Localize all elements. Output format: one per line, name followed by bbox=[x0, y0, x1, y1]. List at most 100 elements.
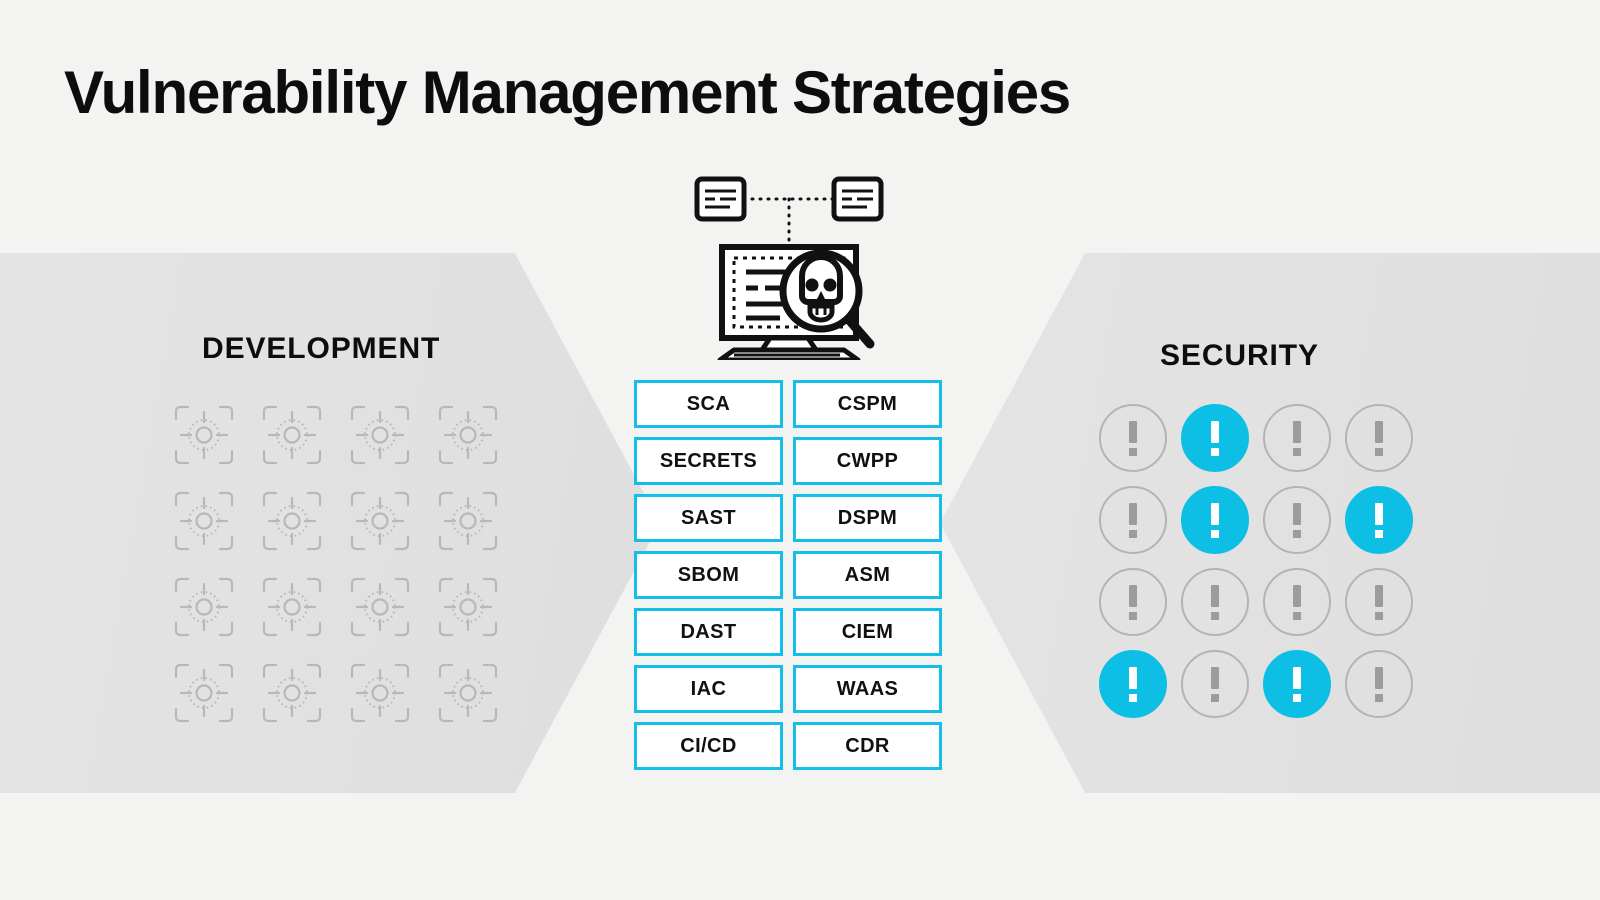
strategy-box-waas[interactable]: WAAS bbox=[793, 665, 942, 713]
exclamation-stem bbox=[1375, 667, 1383, 689]
strategy-box-dast[interactable]: DAST bbox=[634, 608, 783, 656]
alert-icon-inactive bbox=[1263, 568, 1331, 636]
exclamation-dot bbox=[1375, 694, 1383, 702]
strategy-box-secrets[interactable]: SECRETS bbox=[634, 437, 783, 485]
exclamation-stem bbox=[1211, 421, 1219, 443]
strategy-column-right: CSPM CWPP DSPM ASM CIEM WAAS CDR bbox=[793, 380, 942, 770]
vulnerability-scan-illustration bbox=[690, 168, 890, 360]
exclamation-stem bbox=[1211, 503, 1219, 525]
alert-exclamation-icon bbox=[1174, 397, 1256, 479]
exclamation-dot bbox=[1211, 694, 1219, 702]
alert-exclamation-icon bbox=[1256, 561, 1338, 643]
magnifier-with-skull bbox=[779, 249, 863, 333]
exclamation-stem bbox=[1293, 503, 1301, 525]
alert-icon-inactive bbox=[1263, 404, 1331, 472]
alert-icon-active bbox=[1099, 650, 1167, 718]
strategy-box-dspm[interactable]: DSPM bbox=[793, 494, 942, 542]
strategy-box-asm[interactable]: ASM bbox=[793, 551, 942, 599]
target-icon bbox=[336, 392, 424, 478]
exclamation-dot bbox=[1129, 612, 1137, 620]
alert-exclamation-icon bbox=[1256, 643, 1338, 725]
strategy-box-sast[interactable]: SAST bbox=[634, 494, 783, 542]
security-heading: SECURITY bbox=[1160, 339, 1319, 372]
alert-exclamation-icon bbox=[1338, 479, 1420, 561]
exclamation-dot bbox=[1293, 530, 1301, 538]
alert-icon-inactive bbox=[1345, 568, 1413, 636]
target-icon bbox=[336, 478, 424, 564]
exclamation-stem bbox=[1293, 585, 1301, 607]
target-icon bbox=[424, 392, 512, 478]
exclamation-dot bbox=[1375, 448, 1383, 456]
alert-exclamation-icon bbox=[1256, 397, 1338, 479]
alert-icon-inactive bbox=[1099, 404, 1167, 472]
dotted-connector-lines bbox=[742, 197, 836, 248]
target-icon bbox=[424, 478, 512, 564]
exclamation-dot bbox=[1129, 694, 1137, 702]
development-background-panel bbox=[0, 253, 660, 793]
exclamation-stem bbox=[1375, 503, 1383, 525]
exclamation-dot bbox=[1129, 448, 1137, 456]
exclamation-dot bbox=[1211, 448, 1219, 456]
exclamation-dot bbox=[1375, 530, 1383, 538]
target-icon bbox=[336, 650, 424, 736]
exclamation-stem bbox=[1129, 585, 1137, 607]
alert-exclamation-icon bbox=[1092, 561, 1174, 643]
target-icon bbox=[248, 564, 336, 650]
strategy-box-sbom[interactable]: SBOM bbox=[634, 551, 783, 599]
alert-exclamation-icon bbox=[1092, 479, 1174, 561]
exclamation-stem bbox=[1129, 503, 1137, 525]
exclamation-stem bbox=[1211, 667, 1219, 689]
exclamation-stem bbox=[1375, 585, 1383, 607]
exclamation-stem bbox=[1293, 421, 1301, 443]
exclamation-stem bbox=[1129, 421, 1137, 443]
development-target-icon-grid bbox=[160, 392, 512, 736]
strategy-boxes: SCA SECRETS SAST SBOM DAST IAC CI/CD CSPM CWPP D… bbox=[634, 380, 942, 770]
exclamation-dot bbox=[1375, 612, 1383, 620]
document-card-left bbox=[694, 176, 747, 222]
alert-exclamation-icon bbox=[1174, 479, 1256, 561]
strategy-box-sca[interactable]: SCA bbox=[634, 380, 783, 428]
exclamation-dot bbox=[1129, 530, 1137, 538]
exclamation-dot bbox=[1293, 448, 1301, 456]
development-heading: DEVELOPMENT bbox=[202, 332, 441, 365]
exclamation-stem bbox=[1129, 667, 1137, 689]
alert-exclamation-icon bbox=[1256, 479, 1338, 561]
strategy-box-ciem[interactable]: CIEM bbox=[793, 608, 942, 656]
alert-icon-active bbox=[1263, 650, 1331, 718]
strategy-box-ci-cd[interactable]: CI/CD bbox=[634, 722, 783, 770]
exclamation-dot bbox=[1211, 530, 1219, 538]
alert-icon-inactive bbox=[1181, 568, 1249, 636]
security-alert-icon-grid bbox=[1092, 397, 1420, 725]
alert-icon-inactive bbox=[1099, 568, 1167, 636]
alert-icon-inactive bbox=[1263, 486, 1331, 554]
strategy-column-left: SCA SECRETS SAST SBOM DAST IAC CI/CD bbox=[634, 380, 783, 770]
alert-exclamation-icon bbox=[1338, 643, 1420, 725]
strategy-box-cdr[interactable]: CDR bbox=[793, 722, 942, 770]
alert-icon-inactive bbox=[1345, 404, 1413, 472]
strategy-box-iac[interactable]: IAC bbox=[634, 665, 783, 713]
alert-icon-active bbox=[1345, 486, 1413, 554]
target-icon bbox=[424, 564, 512, 650]
target-icon bbox=[248, 392, 336, 478]
alert-exclamation-icon bbox=[1338, 561, 1420, 643]
alert-exclamation-icon bbox=[1174, 643, 1256, 725]
keyboard bbox=[717, 347, 861, 360]
target-icon bbox=[160, 650, 248, 736]
document-card-right bbox=[831, 176, 884, 222]
alert-exclamation-icon bbox=[1338, 397, 1420, 479]
strategy-box-cwpp[interactable]: CWPP bbox=[793, 437, 942, 485]
target-icon bbox=[424, 650, 512, 736]
alert-exclamation-icon bbox=[1174, 561, 1256, 643]
target-icon bbox=[336, 564, 424, 650]
strategy-box-cspm[interactable]: CSPM bbox=[793, 380, 942, 428]
alert-icon-inactive bbox=[1099, 486, 1167, 554]
target-icon bbox=[160, 478, 248, 564]
alert-icon-inactive bbox=[1181, 650, 1249, 718]
exclamation-stem bbox=[1211, 585, 1219, 607]
exclamation-dot bbox=[1293, 612, 1301, 620]
target-icon bbox=[248, 650, 336, 736]
alert-icon-active bbox=[1181, 404, 1249, 472]
alert-icon-inactive bbox=[1345, 650, 1413, 718]
target-icon bbox=[160, 564, 248, 650]
